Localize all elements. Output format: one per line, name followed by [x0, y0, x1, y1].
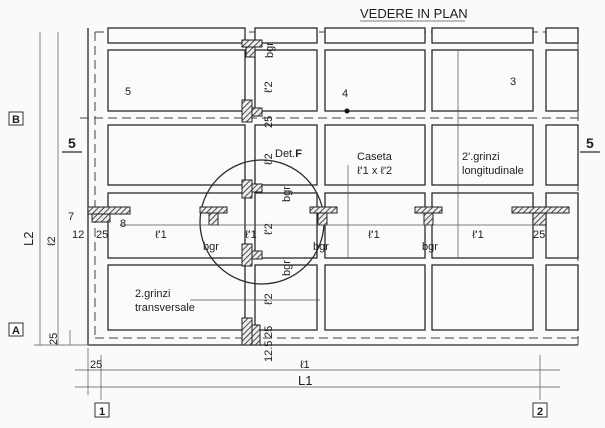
- dim-lp2-d: ℓ'2: [263, 293, 275, 305]
- axis-2-label: 2: [537, 406, 543, 418]
- grinzi-trans-label: 2.grinzi: [135, 288, 170, 300]
- dim-bgr-c: bgr: [422, 241, 438, 253]
- section-mark-left: 5: [68, 135, 76, 151]
- dim-25-right: 25: [533, 229, 545, 241]
- dim-lp2-b: ℓ'2: [263, 153, 275, 165]
- dim-L1: L1: [298, 373, 312, 388]
- marker-3: 3: [510, 76, 516, 88]
- axis-b-label: B: [12, 114, 20, 126]
- dimension-texts: L2 ℓ2 25 12 25 ℓ'1 ℓ'1 ℓ'1 ℓ'1 25 bgr bg…: [21, 42, 545, 388]
- marker-8: 8: [120, 218, 126, 230]
- dim-12: 12: [72, 229, 84, 241]
- caseta-label: Caseta: [357, 151, 393, 163]
- dim-l2: ℓ2: [46, 236, 58, 246]
- axis-b-tag: [8, 111, 24, 126]
- dim-lp1-d: ℓ'1: [472, 229, 484, 241]
- caisson-grid: [107, 27, 579, 331]
- dim-bgr-f: bgr: [281, 260, 293, 276]
- marker-4: 4: [342, 88, 348, 100]
- grinzi-long-label: 2'.grinzi: [462, 151, 500, 163]
- marker-5: 5: [125, 86, 131, 98]
- dimension-lines: [34, 32, 560, 400]
- dim-lp2-c: ℓ'2: [263, 223, 275, 235]
- rib-sections: [87, 39, 570, 346]
- dim-bgr-e: bgr: [281, 186, 293, 202]
- marker-4-dot: [344, 108, 350, 114]
- dim-bgr-d: bgr: [264, 42, 276, 58]
- dim-lp2-a: ℓ'2: [263, 81, 275, 93]
- grinzi-trans-label-2: transversale: [135, 302, 195, 314]
- dim-bgr-b: bgr: [313, 241, 329, 253]
- dim-lp1-c: ℓ'1: [368, 229, 380, 241]
- dim-bgr-a: bgr: [203, 241, 219, 253]
- grinzi-long-label-2: longitudinale: [462, 165, 524, 177]
- axis-1-tag: [94, 402, 110, 418]
- detail-label: Det.F: [275, 148, 302, 160]
- axis-a-label: A: [12, 325, 20, 337]
- marker-7: 7: [68, 211, 74, 223]
- section-mark-right: 5: [586, 135, 594, 151]
- caseta-dims: ℓ'1 x ℓ'2: [357, 165, 392, 177]
- dim-lp1-a: ℓ'1: [155, 229, 167, 241]
- dim-25-c: 25: [263, 326, 275, 338]
- dim-25: 25: [96, 229, 108, 241]
- drawing-title: VEDERE IN PLAN: [360, 6, 468, 21]
- axis-1-label: 1: [99, 406, 105, 418]
- axis-a-tag: [8, 322, 24, 337]
- dim-25-b: 25: [263, 116, 275, 128]
- dim-25-left: 25: [48, 333, 60, 345]
- axis-2-tag: [532, 402, 548, 418]
- dim-lp1-b: ℓ'1: [245, 229, 257, 241]
- dim-25-bottom: 25: [90, 359, 102, 371]
- dim-L2: L2: [21, 232, 36, 246]
- dim-l1: ℓ1: [300, 359, 310, 371]
- dim-125: 12.5: [263, 341, 275, 362]
